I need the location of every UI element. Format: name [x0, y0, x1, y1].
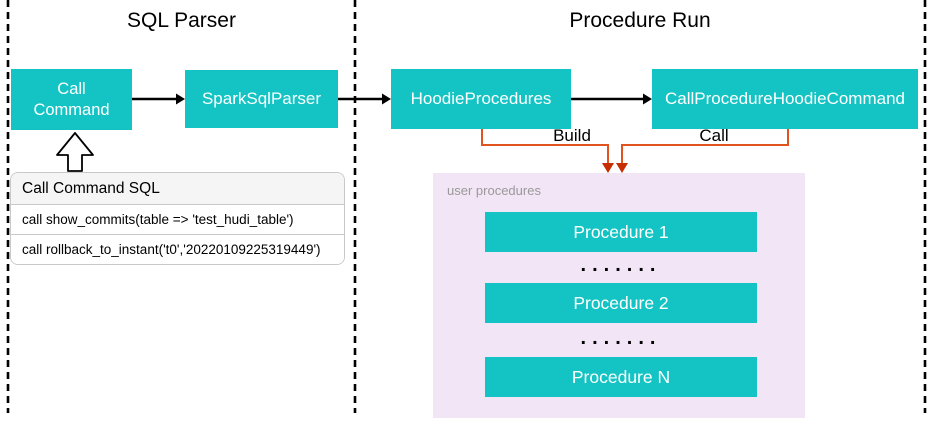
ellipsis-dots-2: .......: [580, 327, 662, 349]
user-procedures-label: user procedures: [447, 183, 541, 198]
hollow-up-arrow: [56, 132, 94, 172]
node-sparksqlparser: SparkSqlParser: [185, 70, 338, 128]
call-command-sql-panel: Call Command SQL call show_commits(table…: [10, 172, 345, 265]
procedure-2-box: Procedure 2: [485, 283, 757, 323]
node-hoodieprocedures: HoodieProcedures: [391, 69, 571, 129]
user-procedures-container: user procedures Procedure 1 ....... Proc…: [433, 173, 805, 418]
node-call-command: Call Command: [11, 69, 132, 130]
procedure-n-box: Procedure N: [485, 357, 757, 397]
sql-example-show-commits: call show_commits(table => 'test_hudi_ta…: [11, 205, 344, 234]
arrow-hoodieprocedures-to-callprocedurehoodiecommand: [571, 93, 652, 105]
arrow-sparksqlparser-to-hoodieprocedures: [338, 93, 391, 105]
build-label: Build: [553, 126, 591, 145]
procedure-1-box: Procedure 1: [485, 212, 757, 252]
node-callprocedurehoodiecommand: CallProcedureHoodieCommand: [652, 69, 918, 129]
section-title-procedure-run: Procedure Run: [569, 9, 711, 32]
sql-example-rollback-to-instant: call rollback_to_instant('t0','202201092…: [11, 234, 344, 264]
ellipsis-dots-1: .......: [580, 254, 662, 276]
section-title-sql-parser: SQL Parser: [127, 9, 236, 32]
call-label: Call: [699, 126, 729, 145]
sql-panel-title: Call Command SQL: [11, 173, 344, 205]
arrow-callcommand-to-sparksqlparser: [132, 93, 185, 105]
